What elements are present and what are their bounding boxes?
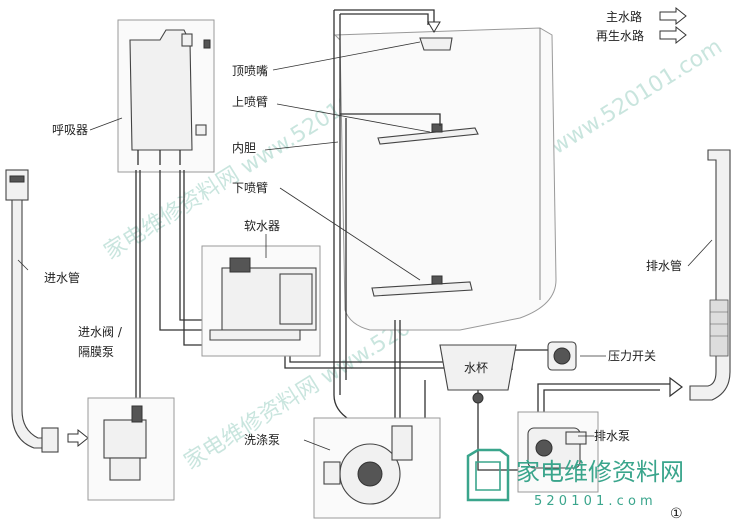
inlet-valve-coil [109,457,141,481]
lead-wash-pump [303,439,331,451]
lead-upper-arm [276,103,431,133]
drain-hose-assembly [689,149,731,401]
label-inlet-valve: 进水阀 / [78,325,123,339]
pipe-breather-to-softener-2 [179,170,205,321]
inner-tub [333,27,557,331]
pressure-switch-dial [553,347,571,365]
legend-main-arrow [659,6,687,26]
lead-inlet-hose [17,259,29,271]
label-upper-arm: 上喷臂 [232,95,268,109]
inlet-fitting [5,169,29,201]
upper-arm-hub [431,123,443,133]
breather-port [181,33,193,47]
label-pressure-switch: 压力开关 [608,349,656,363]
label-wash-pump: 洗涤泵 [244,433,280,447]
top-route-arrow [427,21,441,33]
softener-assembly [201,245,321,357]
drain-out-arrow [669,376,683,398]
inlet-flow-arrow [67,428,89,448]
tub-outline [333,27,557,331]
water-cup-assembly [439,344,517,404]
lead-top-nozzle [272,41,421,71]
pressure-switch-assembly [547,341,577,371]
water-cup-body [439,344,517,391]
softener-tank [279,273,313,325]
pipe-breather-to-softener-1 [159,170,205,331]
label-drain-hose: 排水管 [646,258,682,273]
legend-main-route: 主水路 [606,9,642,24]
upper-arm-part [377,127,479,145]
wash-pump-outlet [391,425,413,461]
label-inner-tub: 内胆 [232,141,256,155]
label-softener: 软水器 [244,219,280,233]
pipe-pressure-switch [511,349,548,370]
legend: 主水路 再生水路 [596,6,687,45]
leader-lines [17,41,713,451]
brand-logo-icon [466,448,510,502]
inlet-fitting-ring [9,175,25,183]
pipe-cup-to-drainpump [477,390,520,471]
pipe-drain-out [537,383,670,420]
pipe-top-route [334,9,435,25]
brand-watermark: 家电维修资料网 5 2 0 1 0 1 . c o m ① [466,448,684,522]
component-labels: 顶喷嘴 上喷臂 内胆 下喷臂 软水器 呼吸器 进水管 进水阀 / 隔膜泵 水杯 … [44,64,682,447]
softener-cap [229,257,251,273]
drain-pump-port [565,431,587,445]
pipe-top-route-inner [340,13,429,25]
inlet-hose-body [11,199,47,449]
label-inlet-hose: 进水管 [44,270,80,285]
softener-base [209,329,301,341]
lower-arm-hub [431,275,443,285]
lead-breather [89,117,123,131]
legend-regen-arrow [659,25,687,45]
label-drain-pump: 排水泵 [594,429,630,443]
label-breather: 呼吸器 [52,123,88,137]
brand-name: 家电维修资料网 [516,458,684,486]
figure-marker: ① [670,506,683,522]
drain-pump-rotor [535,439,553,457]
wash-pump-assembly [313,417,441,519]
brand-logo-inner [475,461,501,491]
label-lower-arm: 下喷臂 [232,181,268,195]
legend-regen-route: 再生水路 [596,28,644,43]
water-cup-valve [472,392,484,404]
drain-hose-corrugation [709,299,729,357]
inlet-hose-assembly [5,169,89,453]
pipe-drain-out-inner [543,389,660,420]
drain-pump-assembly [517,411,599,493]
wash-pump-impeller [357,461,383,487]
breather-vent [203,39,211,49]
label-top-nozzle: 顶喷嘴 [232,64,268,78]
breather-body [129,29,193,151]
lead-drain-hose [687,239,713,267]
top-nozzle-part [419,37,453,51]
drain-hose-body [689,149,731,401]
inlet-valve-outlet [131,405,143,423]
wash-pump-motor [323,461,341,485]
inlet-valve-body [103,419,147,459]
inlet-hose-end [41,427,59,453]
pipe-upper-arm-feed [340,113,441,126]
label-diaphragm-pump: 隔膜泵 [78,345,114,359]
lead-lower-arm [279,187,421,281]
breather-side-port [195,124,207,136]
lead-inner-tub [264,141,339,151]
label-water-cup: 水杯 [464,361,488,375]
inlet-valve-assembly [87,397,175,501]
brand-url: 5 2 0 1 0 1 . c o m [534,494,653,509]
breather-assembly [117,19,215,173]
